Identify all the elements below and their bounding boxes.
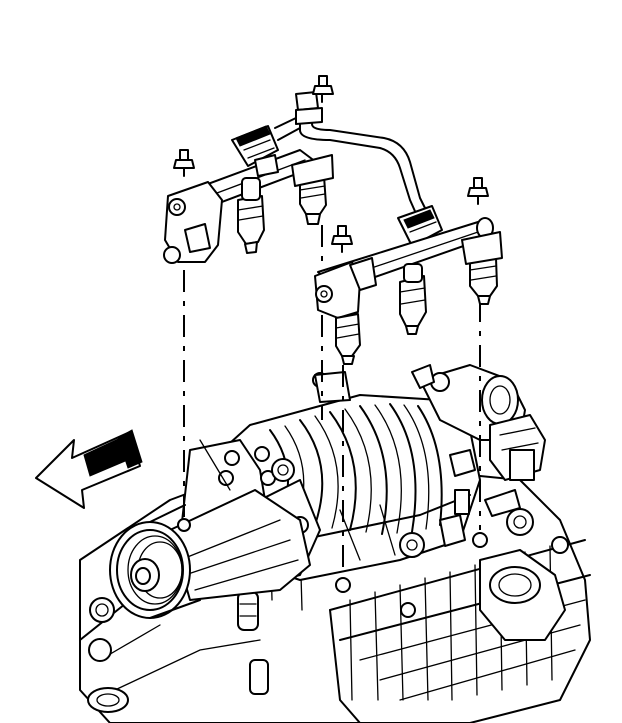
- rail-bracket: [314, 261, 361, 319]
- fuel-injector: [237, 177, 265, 254]
- fuel-injector: [399, 263, 427, 335]
- rail-mounting-bolt: [173, 149, 195, 177]
- rail-mounting-bolt: [312, 75, 334, 103]
- front-direction-arrow: [35, 429, 143, 509]
- fuel-injector: [461, 231, 503, 305]
- alignment-lines: [183, 225, 481, 570]
- sensor: [237, 591, 259, 631]
- rail-mounting-bolt: [331, 225, 353, 253]
- fuel-injector: [291, 154, 334, 225]
- fuel-pressure-regulator: [397, 205, 443, 247]
- supercharger-inlet: [481, 375, 519, 425]
- manifold-port: [87, 687, 129, 713]
- fuel-rail: [163, 149, 321, 264]
- electrical-connector: [231, 125, 279, 177]
- rail-mounting-bolt: [467, 177, 489, 205]
- drive-pulley: [109, 489, 311, 619]
- manifold-port: [88, 638, 112, 662]
- fuel-injector: [335, 313, 361, 365]
- water-outlet: [479, 489, 569, 641]
- bolt-boss: [177, 518, 488, 618]
- manifold-port: [89, 597, 115, 623]
- fuel-feed-pipe: [274, 91, 429, 219]
